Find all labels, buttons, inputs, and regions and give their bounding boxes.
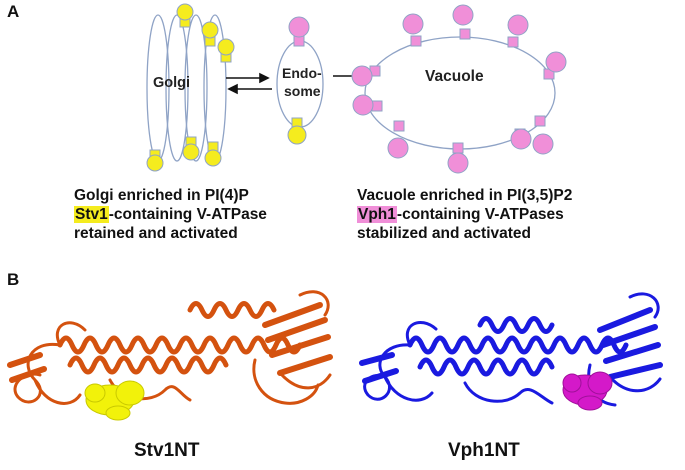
stv1-sheet [262, 302, 333, 376]
caption-golgi-line3: retained and activated [74, 225, 238, 242]
golgi-vatpases [146, 3, 235, 172]
v-atpase-vo [534, 115, 546, 127]
v-atpase-vo [393, 120, 405, 132]
v-atpase-v1 [201, 21, 219, 39]
stv1-helix [57, 335, 303, 355]
vph1nt-structure [359, 292, 663, 407]
vph1-helix [417, 357, 555, 377]
endosome-label-line1: Endo- [282, 65, 322, 81]
v-atpase-v1 [447, 152, 469, 174]
v-atpase-v1 [532, 133, 554, 155]
protein-structures [7, 290, 663, 421]
v-atpase-v1 [217, 38, 235, 56]
v-atpase-v1 [204, 149, 222, 167]
endosome-vatpases [287, 16, 310, 145]
caption-golgi: Golgi enriched in PI(4)P Stv1-containing… [74, 186, 267, 243]
stv1nt-title: Stv1NT [134, 440, 200, 461]
stv1-loop [252, 290, 332, 405]
vph1-helix [477, 316, 555, 334]
endosome-label-line2: some [284, 83, 321, 99]
stv1-sheet [7, 352, 47, 383]
stv1-highlight: Stv1 [74, 206, 109, 223]
v-atpase-v1 [288, 16, 310, 38]
vph1nt-title: Vph1NT [448, 440, 520, 461]
caption-vacuole-line3: stabilized and activated [357, 225, 531, 242]
v-atpase-vo [459, 28, 471, 40]
vacuole-vatpases [351, 4, 567, 174]
caption-golgi-line2: -containing V-ATPase [108, 206, 267, 223]
v-atpase-v1 [387, 137, 409, 159]
golgi-endosome-arrows [226, 72, 272, 95]
v-atpase-v1 [507, 14, 529, 36]
v-atpase-v1 [402, 13, 424, 35]
caption-vacuole-line1: Vacuole enriched in PI(3,5)P2 [357, 187, 573, 204]
v-atpase-v1 [352, 94, 374, 116]
caption-vacuole: Vacuole enriched in PI(3,5)P2 Vph1-conta… [357, 186, 572, 243]
panel-label-a: A [7, 2, 20, 21]
stv1-loop [13, 321, 87, 405]
caption-vacuole-line2: -containing V-ATPases [396, 206, 564, 223]
vph1-sheet [597, 307, 663, 380]
v-atpase-v1 [510, 128, 532, 150]
v-atpase-v1 [146, 154, 164, 172]
v-atpase-v1 [287, 125, 307, 145]
stv1-helix [187, 301, 277, 319]
v-atpase-v1 [351, 65, 373, 87]
golgi-cisterna [184, 14, 208, 162]
v-atpase-vo [371, 100, 383, 112]
vph1-helix [407, 335, 629, 355]
vph1-sheet [359, 352, 399, 384]
vph1-loop [463, 381, 554, 405]
stv1-binding-site [84, 380, 145, 421]
vph1-highlight: Vph1 [357, 206, 397, 223]
trafficking-diagram: Golgi Endo- some Vacuole [146, 3, 567, 174]
v-atpase-v1 [176, 3, 194, 21]
vph1-binding-site [562, 371, 613, 411]
stv1nt-structure [7, 290, 333, 405]
v-atpase-vo [452, 142, 464, 154]
golgi-label: Golgi [153, 75, 190, 91]
v-atpase-vo [410, 35, 422, 47]
v-atpase-vo [507, 36, 519, 48]
stv1-helix [67, 355, 229, 375]
v-atpase-v1 [452, 4, 474, 26]
caption-golgi-line1: Golgi enriched in PI(4)P [74, 187, 249, 204]
v-atpase-v1 [545, 51, 567, 73]
v-atpase-v1 [182, 143, 200, 161]
golgi-cisterna [165, 14, 189, 162]
panel-label-b: B [7, 270, 20, 289]
vacuole-label: Vacuole [425, 68, 484, 85]
